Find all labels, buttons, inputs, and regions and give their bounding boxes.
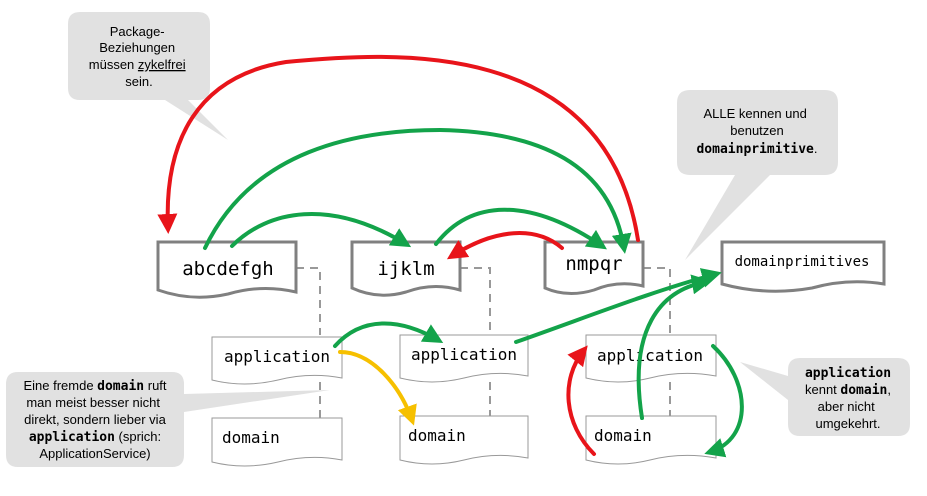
subpackage-label: application (224, 347, 330, 366)
package-label: domainprimitives (735, 254, 870, 270)
svg-text:Package- Beziehungen: Package- Beziehungen müssen zykelfrei se… (89, 24, 189, 89)
arrow-domain-to-domainprimitives (636, 274, 712, 420)
callout-bold: application (805, 366, 891, 381)
callout-text: ruft (144, 378, 167, 393)
subpackage-ijklm-domain[interactable]: domain (399, 415, 529, 465)
callout-text: . (814, 141, 818, 156)
callout-line: man meist besser nicht (26, 395, 160, 410)
connector-line (460, 267, 491, 335)
subpackage-label: domain (408, 426, 466, 445)
package-domainprimitives[interactable]: domainprimitives (720, 240, 886, 293)
callout-line: umgekehrt. (815, 416, 880, 431)
package-label: nmpqr (565, 253, 622, 275)
arrow-abcdefgh-to-nmpqr (203, 127, 632, 254)
svg-text:ALLE kennen und benutzen: ALLE kennen und benutzen (704, 106, 811, 138)
callout-app-knows-domain: application kennt domain, aber nicht umg… (740, 358, 910, 436)
arrow-abcdefgh-to-ijklm (230, 212, 412, 248)
subpackage-label: application (597, 346, 703, 365)
callout-line: aber nicht (818, 399, 875, 414)
package-nmpqr[interactable]: nmpqr (543, 240, 645, 295)
connector-line (296, 267, 321, 335)
callout-text: müssen (89, 57, 138, 72)
callout-bold: domain (97, 379, 144, 394)
svg-text:aber nicht umgekehrt.: aber nicht umgekehrt. (815, 399, 880, 431)
callout-text: (sprich: (115, 429, 161, 444)
callout-bold: application (29, 430, 115, 445)
arrow-application-to-foreign-domain (338, 350, 417, 426)
callout-line: ApplicationService) (39, 446, 150, 461)
subpackage-label: application (411, 345, 517, 364)
callout-line: ALLE kennen und (704, 106, 807, 121)
callout-line: sein. (125, 74, 152, 89)
package-abcdefgh[interactable]: abcdefgh (156, 240, 298, 299)
callout-cycle-free: Package- Beziehungen müssen zykelfrei se… (68, 12, 228, 140)
subpackage-nmpqr-domain[interactable]: domain (585, 415, 717, 465)
callout-bold: domain (840, 383, 887, 398)
subpackage-ijklm-application[interactable]: application (399, 334, 529, 383)
callout-line: Package- (110, 24, 165, 39)
callout-text: Eine fremde (23, 378, 97, 393)
svg-text:application (sprich:: application (sprich: (29, 429, 161, 445)
subpackage-label: domain (222, 428, 280, 447)
subpackage-abcdefgh-application[interactable]: application (211, 336, 343, 385)
arrow-forbidden-nmpqr-to-ijklm (446, 231, 564, 260)
package-connectors (296, 267, 671, 418)
callout-text: zykelfrei (138, 57, 186, 72)
callout-line: Beziehungen (99, 40, 175, 55)
callout-bold: domainprimitive (696, 142, 814, 157)
svg-text:kennt domain,: kennt domain, (805, 382, 891, 398)
arrow-ijklm-to-nmpqr (434, 207, 607, 250)
callout-text: , (887, 382, 891, 397)
callout-text: kennt (805, 382, 840, 397)
package-label: ijklm (377, 258, 434, 280)
connector-line (643, 267, 671, 335)
arrow-application-to-domain (704, 344, 744, 458)
callout-line: direkt, sondern lieber via (24, 412, 166, 427)
svg-text:man meist besser nicht d: man meist besser nicht direkt, sondern l… (24, 395, 166, 427)
arrow-forbidden-nmpqr-to-abcdefgh (157, 54, 640, 242)
package-label: abcdefgh (182, 258, 274, 280)
arrow-application-to-application (333, 321, 444, 348)
subpackage-abcdefgh-domain[interactable]: domain (211, 417, 343, 467)
subpackage-label: domain (594, 426, 652, 445)
callout-all-know: ALLE kennen und benutzen domainprimitive… (677, 90, 838, 260)
callout-line: müssen zykelfrei (89, 57, 186, 72)
subpackage-nmpqr-application[interactable]: application (585, 334, 717, 383)
svg-text:domainprimitive.: domainprimitive. (696, 141, 817, 157)
package-ijklm[interactable]: ijklm (350, 240, 462, 297)
callout-line: benutzen (730, 123, 784, 138)
arrow-forbidden-domain-to-application (566, 345, 596, 456)
callout-foreign-domain: Eine fremde domain ruft man meist besser… (6, 372, 330, 467)
svg-text:Eine fremde domain ruft: Eine fremde domain ruft (23, 378, 166, 394)
